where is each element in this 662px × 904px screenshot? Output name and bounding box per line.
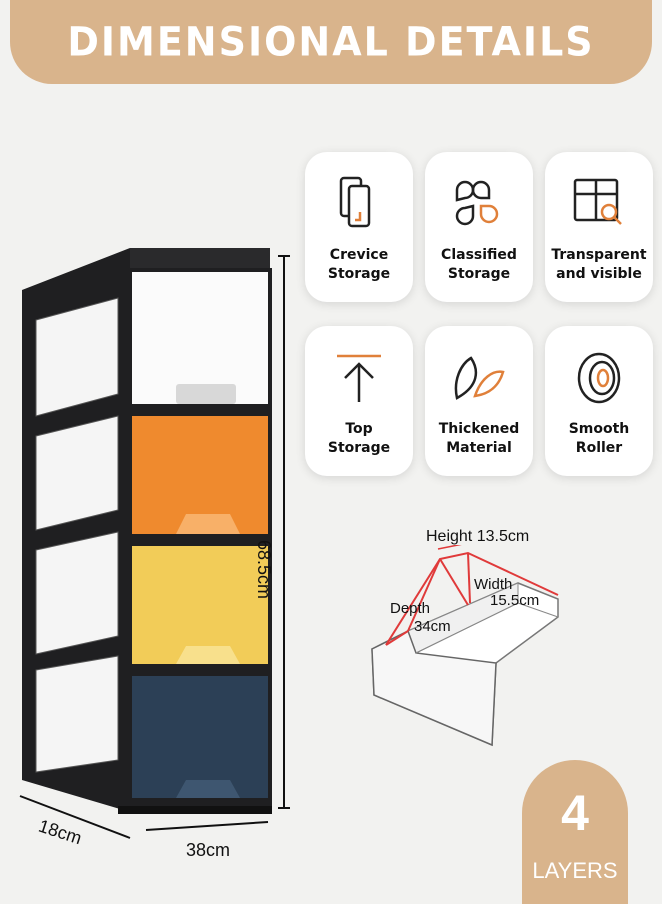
cabinet-width-label: 38cm xyxy=(186,840,231,860)
drawer-depth-label-1: Depth xyxy=(390,600,431,617)
feature-card-crevice-storage: Crevice Storage xyxy=(305,152,413,302)
title-banner: DIMENSIONAL DETAILS xyxy=(10,0,652,84)
transparent-window-icon xyxy=(573,178,622,225)
feature-card-smooth-roller: Smooth Roller xyxy=(545,326,653,476)
drawer-width-label-2: 15.5cm xyxy=(490,592,540,609)
feature-label: Smooth Roller xyxy=(568,421,630,456)
cabinet-dimension-lines xyxy=(19,255,290,839)
roller-icon xyxy=(577,352,621,404)
feature-card-transparent: Transparent and visible xyxy=(545,152,653,302)
feature-label: Transparent and visible xyxy=(551,247,647,282)
cabinet-height-label: 68.5cm xyxy=(254,540,274,600)
page-title: DIMENSIONAL DETAILS xyxy=(67,18,595,66)
feature-card-classified-storage: Classified Storage xyxy=(425,152,533,302)
top-storage-arrow-icon xyxy=(337,354,381,402)
drawer-diagram xyxy=(371,545,559,747)
storage-cabinet-illustration xyxy=(22,248,272,814)
drawer-height-label: Height 13.5cm xyxy=(426,528,530,545)
drawer-width-label-1: Width xyxy=(474,576,513,593)
feature-label: Classified Storage xyxy=(441,247,517,282)
feature-card-top-storage: Top Storage xyxy=(305,326,413,476)
layers-badge: 4 LAYERS xyxy=(522,760,628,904)
leaf-icon xyxy=(454,356,505,400)
crevice-storage-icon xyxy=(339,176,371,228)
layers-count: 4 xyxy=(561,785,589,841)
feature-label: Thickened Material xyxy=(438,421,520,456)
layers-label: LAYERS xyxy=(532,858,618,883)
feature-label: Top Storage xyxy=(327,421,391,456)
feature-label: Crevice Storage xyxy=(327,247,391,282)
classified-storage-icon xyxy=(455,180,499,226)
drawer-depth-label-2: 34cm xyxy=(414,618,451,635)
feature-card-thickened-material: Thickened Material xyxy=(425,326,533,476)
